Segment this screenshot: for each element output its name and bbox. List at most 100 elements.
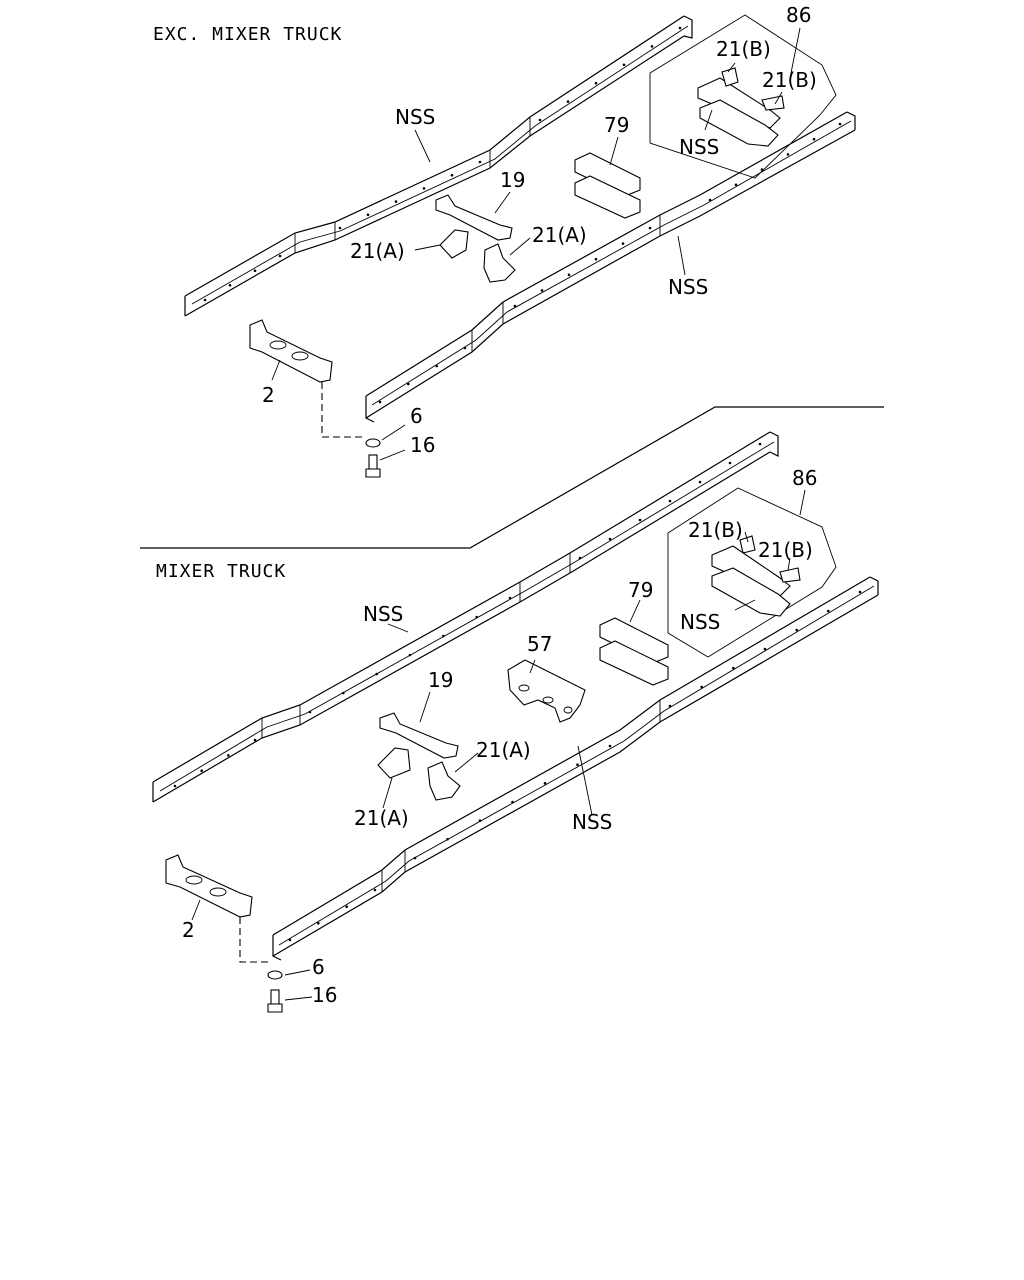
rivet-holes	[173, 26, 862, 942]
lower-left-frame-rail	[152, 431, 779, 803]
rivet-hole	[728, 461, 732, 465]
upper-crossmember-79	[574, 152, 641, 219]
lower-bracket-21a-left	[377, 747, 411, 779]
lower-label-nss-box: NSS	[680, 610, 720, 634]
rivet-hole	[394, 200, 398, 203]
rivet-hole	[668, 704, 672, 708]
upper-left-frame-rail	[184, 15, 693, 317]
upper-label-21b-1: 21(B)	[716, 37, 771, 61]
rivet-hole	[442, 634, 445, 638]
rivet-hole	[812, 137, 816, 141]
lower-label-nss-right: NSS	[572, 810, 612, 834]
rivet-hole	[650, 45, 654, 48]
rivet-hole	[378, 400, 382, 404]
rivet-hole	[758, 442, 762, 446]
rivet-hole	[463, 346, 467, 350]
rivet-hole	[668, 499, 672, 503]
upper-inset-box	[649, 14, 837, 179]
lower-crossmember-2	[165, 854, 253, 918]
rivet-hole	[732, 666, 735, 670]
lower-label-16: 16	[312, 983, 337, 1007]
lower-leader-lines	[191, 489, 806, 1001]
rivet-hole	[422, 187, 426, 190]
upper-section: EXC. MIXER TRUCK	[153, 3, 856, 478]
rivet-hole	[200, 769, 203, 772]
rivet-hole	[567, 273, 571, 277]
lower-inset-crossmember	[711, 535, 801, 617]
lower-label-86: 86	[792, 466, 817, 490]
rivet-hole	[373, 888, 377, 892]
rivet-hole	[308, 710, 312, 714]
lower-label-2: 2	[182, 918, 195, 942]
rivet-hole	[543, 782, 547, 785]
rivet-hole	[734, 183, 738, 187]
upper-label-79: 79	[604, 113, 629, 137]
rivet-hole	[708, 198, 712, 202]
rivet-hole	[576, 763, 579, 766]
upper-label-nss-box: NSS	[679, 135, 719, 159]
rivet-hole	[338, 226, 342, 230]
rivet-hole	[446, 838, 449, 841]
upper-alignment-line	[321, 382, 365, 438]
rivet-hole	[366, 213, 370, 217]
rivet-hole	[508, 596, 512, 600]
rivet-hole	[648, 226, 652, 230]
lower-label-nss-left: NSS	[363, 602, 403, 626]
upper-label-19: 19	[500, 168, 525, 192]
rivet-hole	[435, 364, 439, 368]
upper-washer-6	[365, 438, 381, 448]
lower-label-19: 19	[428, 668, 453, 692]
rivet-hole	[227, 754, 230, 757]
lower-label-21a-left: 21(A)	[354, 806, 409, 830]
upper-leader-lines	[271, 27, 801, 461]
rivet-hole	[608, 537, 612, 541]
lower-label-21b-1: 21(B)	[688, 518, 743, 542]
lower-crossmember-19	[379, 712, 459, 759]
lower-bolt-16	[267, 989, 283, 1013]
rivet-hole	[278, 254, 282, 258]
rivet-hole	[698, 480, 702, 484]
section-separator	[140, 406, 884, 549]
rivet-hole	[795, 628, 798, 632]
rivet-hole	[173, 784, 177, 788]
rivet-hole	[763, 647, 767, 651]
upper-bolt-16	[365, 454, 381, 478]
rivet-hole	[827, 609, 830, 613]
lower-label-79: 79	[628, 578, 653, 602]
rivet-hole	[228, 284, 232, 287]
rivet-hole	[786, 153, 790, 156]
upper-bracket-21a-left	[439, 229, 469, 259]
rivet-hole	[407, 382, 410, 386]
upper-label-nss-right: NSS	[668, 275, 708, 299]
upper-bracket-21a-right	[483, 243, 516, 283]
rivet-hole	[594, 257, 598, 261]
rivet-hole	[700, 685, 703, 689]
rivet-hole	[638, 518, 642, 522]
lower-inset-box	[667, 487, 837, 658]
upper-right-frame-rail	[365, 111, 856, 423]
upper-label-16: 16	[410, 433, 435, 457]
rivet-hole	[538, 118, 542, 122]
rivet-hole	[594, 81, 598, 85]
upper-label-21a-left: 21(A)	[350, 239, 405, 263]
rivet-hole	[566, 100, 570, 103]
rivet-hole	[317, 922, 320, 925]
rivet-hole	[408, 653, 412, 657]
rivet-hole	[203, 298, 207, 302]
upper-heading: EXC. MIXER TRUCK	[153, 24, 342, 45]
rivet-hole	[375, 672, 379, 676]
upper-label-2: 2	[262, 383, 275, 407]
upper-label-6: 6	[410, 404, 423, 428]
upper-label-86: 86	[786, 3, 811, 27]
upper-label-21b-2: 21(B)	[762, 68, 817, 92]
rivet-hole	[475, 615, 479, 619]
lower-label-21b-2: 21(B)	[758, 538, 813, 562]
rivet-hole	[288, 938, 292, 942]
rivet-hole	[858, 590, 862, 594]
rivet-hole	[342, 691, 345, 695]
lower-washer-6	[267, 970, 283, 980]
lower-bracket-21a-right	[427, 761, 461, 801]
lower-crossmember-57	[507, 659, 586, 723]
rivet-hole	[540, 289, 544, 292]
upper-crossmember-19	[435, 194, 513, 241]
